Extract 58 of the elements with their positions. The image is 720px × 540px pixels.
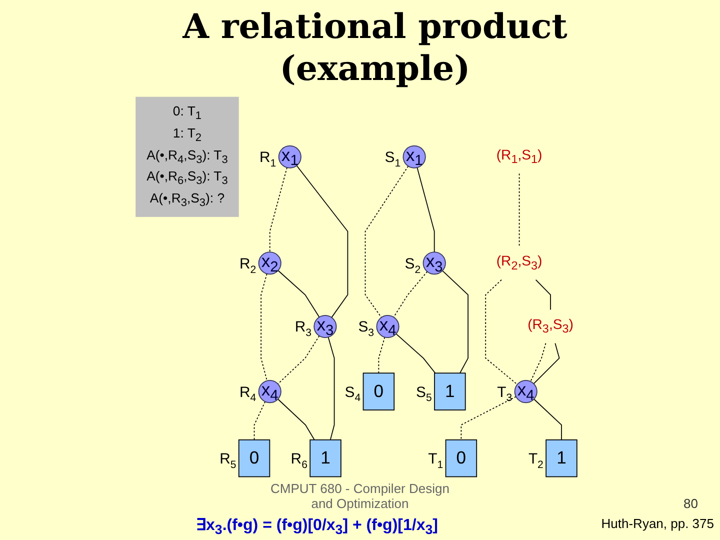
node-name-label: S$_{2}$ xyxy=(404,255,421,276)
node-box: 1 xyxy=(546,439,578,478)
title: A relational product (example) xyxy=(181,6,568,90)
course-footer: CMPUT 680 - Compiler Design and Optimization xyxy=(265,481,455,511)
node-name-label: R$_{6}$ xyxy=(290,450,308,471)
node-box: 1 xyxy=(310,439,342,478)
connector xyxy=(530,342,546,382)
node-text: (R$_{3}$,S$_{3}$) xyxy=(528,318,574,336)
node-circle: x$_{4}$ xyxy=(514,380,538,404)
connector xyxy=(534,398,562,440)
connector xyxy=(277,335,320,384)
connector xyxy=(296,165,348,318)
connector xyxy=(393,271,428,318)
node-box: 0 xyxy=(238,439,270,478)
connector xyxy=(328,336,335,440)
node-circle: x$_{1}$ xyxy=(278,145,302,168)
node-box: 0: T$_{1}$ 1: T$_{2}$ A(•,R$_{4}$,S$_{3}$): T$_{3}$ A(•,R$_{6}$,S$_{3}$): T$_{3}$ A(•,R$_{3}$,S$_{3}$): ? xyxy=(136,96,239,217)
connector xyxy=(260,273,268,382)
connector xyxy=(460,396,516,440)
connector xyxy=(254,401,266,440)
node-circle: x$_{3}$ xyxy=(314,314,337,338)
node-name-label: R$_{2}$ xyxy=(240,255,256,276)
connector xyxy=(364,166,409,318)
connector xyxy=(278,270,320,318)
node-name-label: T$_{3}$ xyxy=(497,384,512,404)
node-circle: x$_{3}$ xyxy=(422,252,446,275)
node-name-label: S$_{3}$ xyxy=(358,318,374,340)
node-text: (R$_{1}$,S$_{1}$) xyxy=(496,148,542,166)
node-text: (R$_{2}$,S$_{3}$) xyxy=(496,254,542,272)
node-name-label: R$_{1}$ xyxy=(260,149,276,170)
node-name-label: S$_{5}$ xyxy=(416,384,432,404)
node-name-label: S$_{1}$ xyxy=(384,149,401,170)
node-name-label: R$_{3}$ xyxy=(294,318,312,340)
connector xyxy=(396,333,436,374)
node-name-label: T$_{1}$ xyxy=(428,450,444,471)
node-box: 0 xyxy=(445,439,478,478)
connector xyxy=(533,342,560,384)
connector xyxy=(442,270,468,374)
node-box: 1 xyxy=(434,372,466,410)
node-circle: x$_{1}$ xyxy=(402,145,426,168)
node-name-label: T$_{2}$ xyxy=(528,450,544,471)
node-circle: x$_{4}$ xyxy=(258,380,282,404)
connector xyxy=(535,279,551,310)
reference-citation: Huth-Ryan, pp. 375 xyxy=(601,516,714,531)
node-circle: x$_{2}$ xyxy=(258,252,282,275)
connector xyxy=(278,398,315,440)
node-name-label: S$_{4}$ xyxy=(344,384,361,404)
connector xyxy=(416,167,435,252)
node-circle: x$_{4}$ xyxy=(376,314,400,338)
connector xyxy=(518,173,520,247)
node-name-label: R$_{4}$ xyxy=(240,384,256,404)
connector xyxy=(269,167,288,252)
formula: ∃x$_{3}$.(f•g) = (f•g)[0/x$_{3}$] + (f•g)[1/x$_{3}$] xyxy=(196,516,438,538)
page-number: 80 xyxy=(684,496,698,511)
connector xyxy=(485,279,518,385)
node-box: 0 xyxy=(362,372,395,410)
node-name-label: R$_{5}$ xyxy=(220,450,236,471)
connector xyxy=(378,336,386,374)
